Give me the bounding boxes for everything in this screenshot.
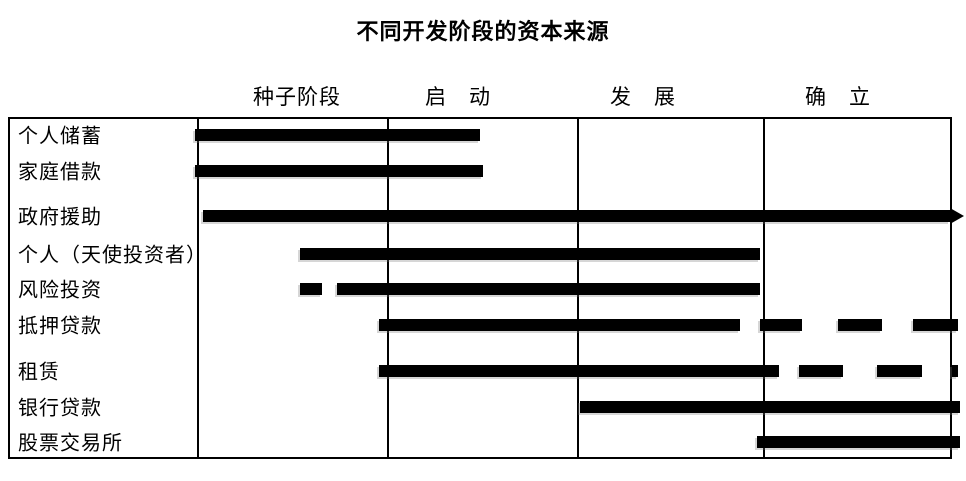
- bar-segment-solid: [195, 129, 480, 141]
- row-label: 抵押贷款: [18, 315, 102, 338]
- bar-segment-solid: [379, 365, 779, 377]
- bar-segment-dash: [760, 319, 802, 331]
- bar-segment-solid: [300, 248, 760, 260]
- row-label: 个人储蓄: [18, 125, 102, 148]
- row-label: 风险投资: [18, 279, 102, 302]
- stage-header: 启 动: [425, 85, 491, 109]
- column-gridline: [197, 117, 199, 459]
- bar-segment-solid: [580, 401, 960, 413]
- row-label: 租赁: [18, 361, 60, 384]
- bar-segment-solid: [757, 436, 960, 448]
- row-label: 政府援助: [18, 206, 102, 229]
- row-label: 家庭借款: [18, 161, 102, 184]
- bar-segment-dash: [838, 319, 882, 331]
- bar-segment-solid: [379, 319, 740, 331]
- row-label: 银行贷款: [18, 397, 102, 420]
- stage-header: 发 展: [610, 85, 676, 109]
- bar-segment-solid: [195, 165, 483, 177]
- column-gridline: [763, 117, 765, 459]
- table-frame: [8, 117, 952, 459]
- row-label: 股票交易所: [18, 432, 123, 455]
- stage-header: 确 立: [805, 85, 871, 109]
- arrow-right-icon: [950, 208, 964, 224]
- chart-title: 不同开发阶段的资本来源: [356, 19, 610, 44]
- bar-segment-dash: [952, 365, 958, 377]
- stage-header: 种子阶段: [253, 85, 341, 109]
- bar-segment-solid: [203, 210, 950, 222]
- bar-segment-dash: [913, 319, 958, 331]
- bar-segment-dash: [799, 365, 843, 377]
- bar-segment-dash: [300, 283, 322, 295]
- row-label: 个人（天使投资者）: [18, 244, 207, 267]
- bar-segment-solid: [337, 283, 760, 295]
- bar-segment-dash: [877, 365, 922, 377]
